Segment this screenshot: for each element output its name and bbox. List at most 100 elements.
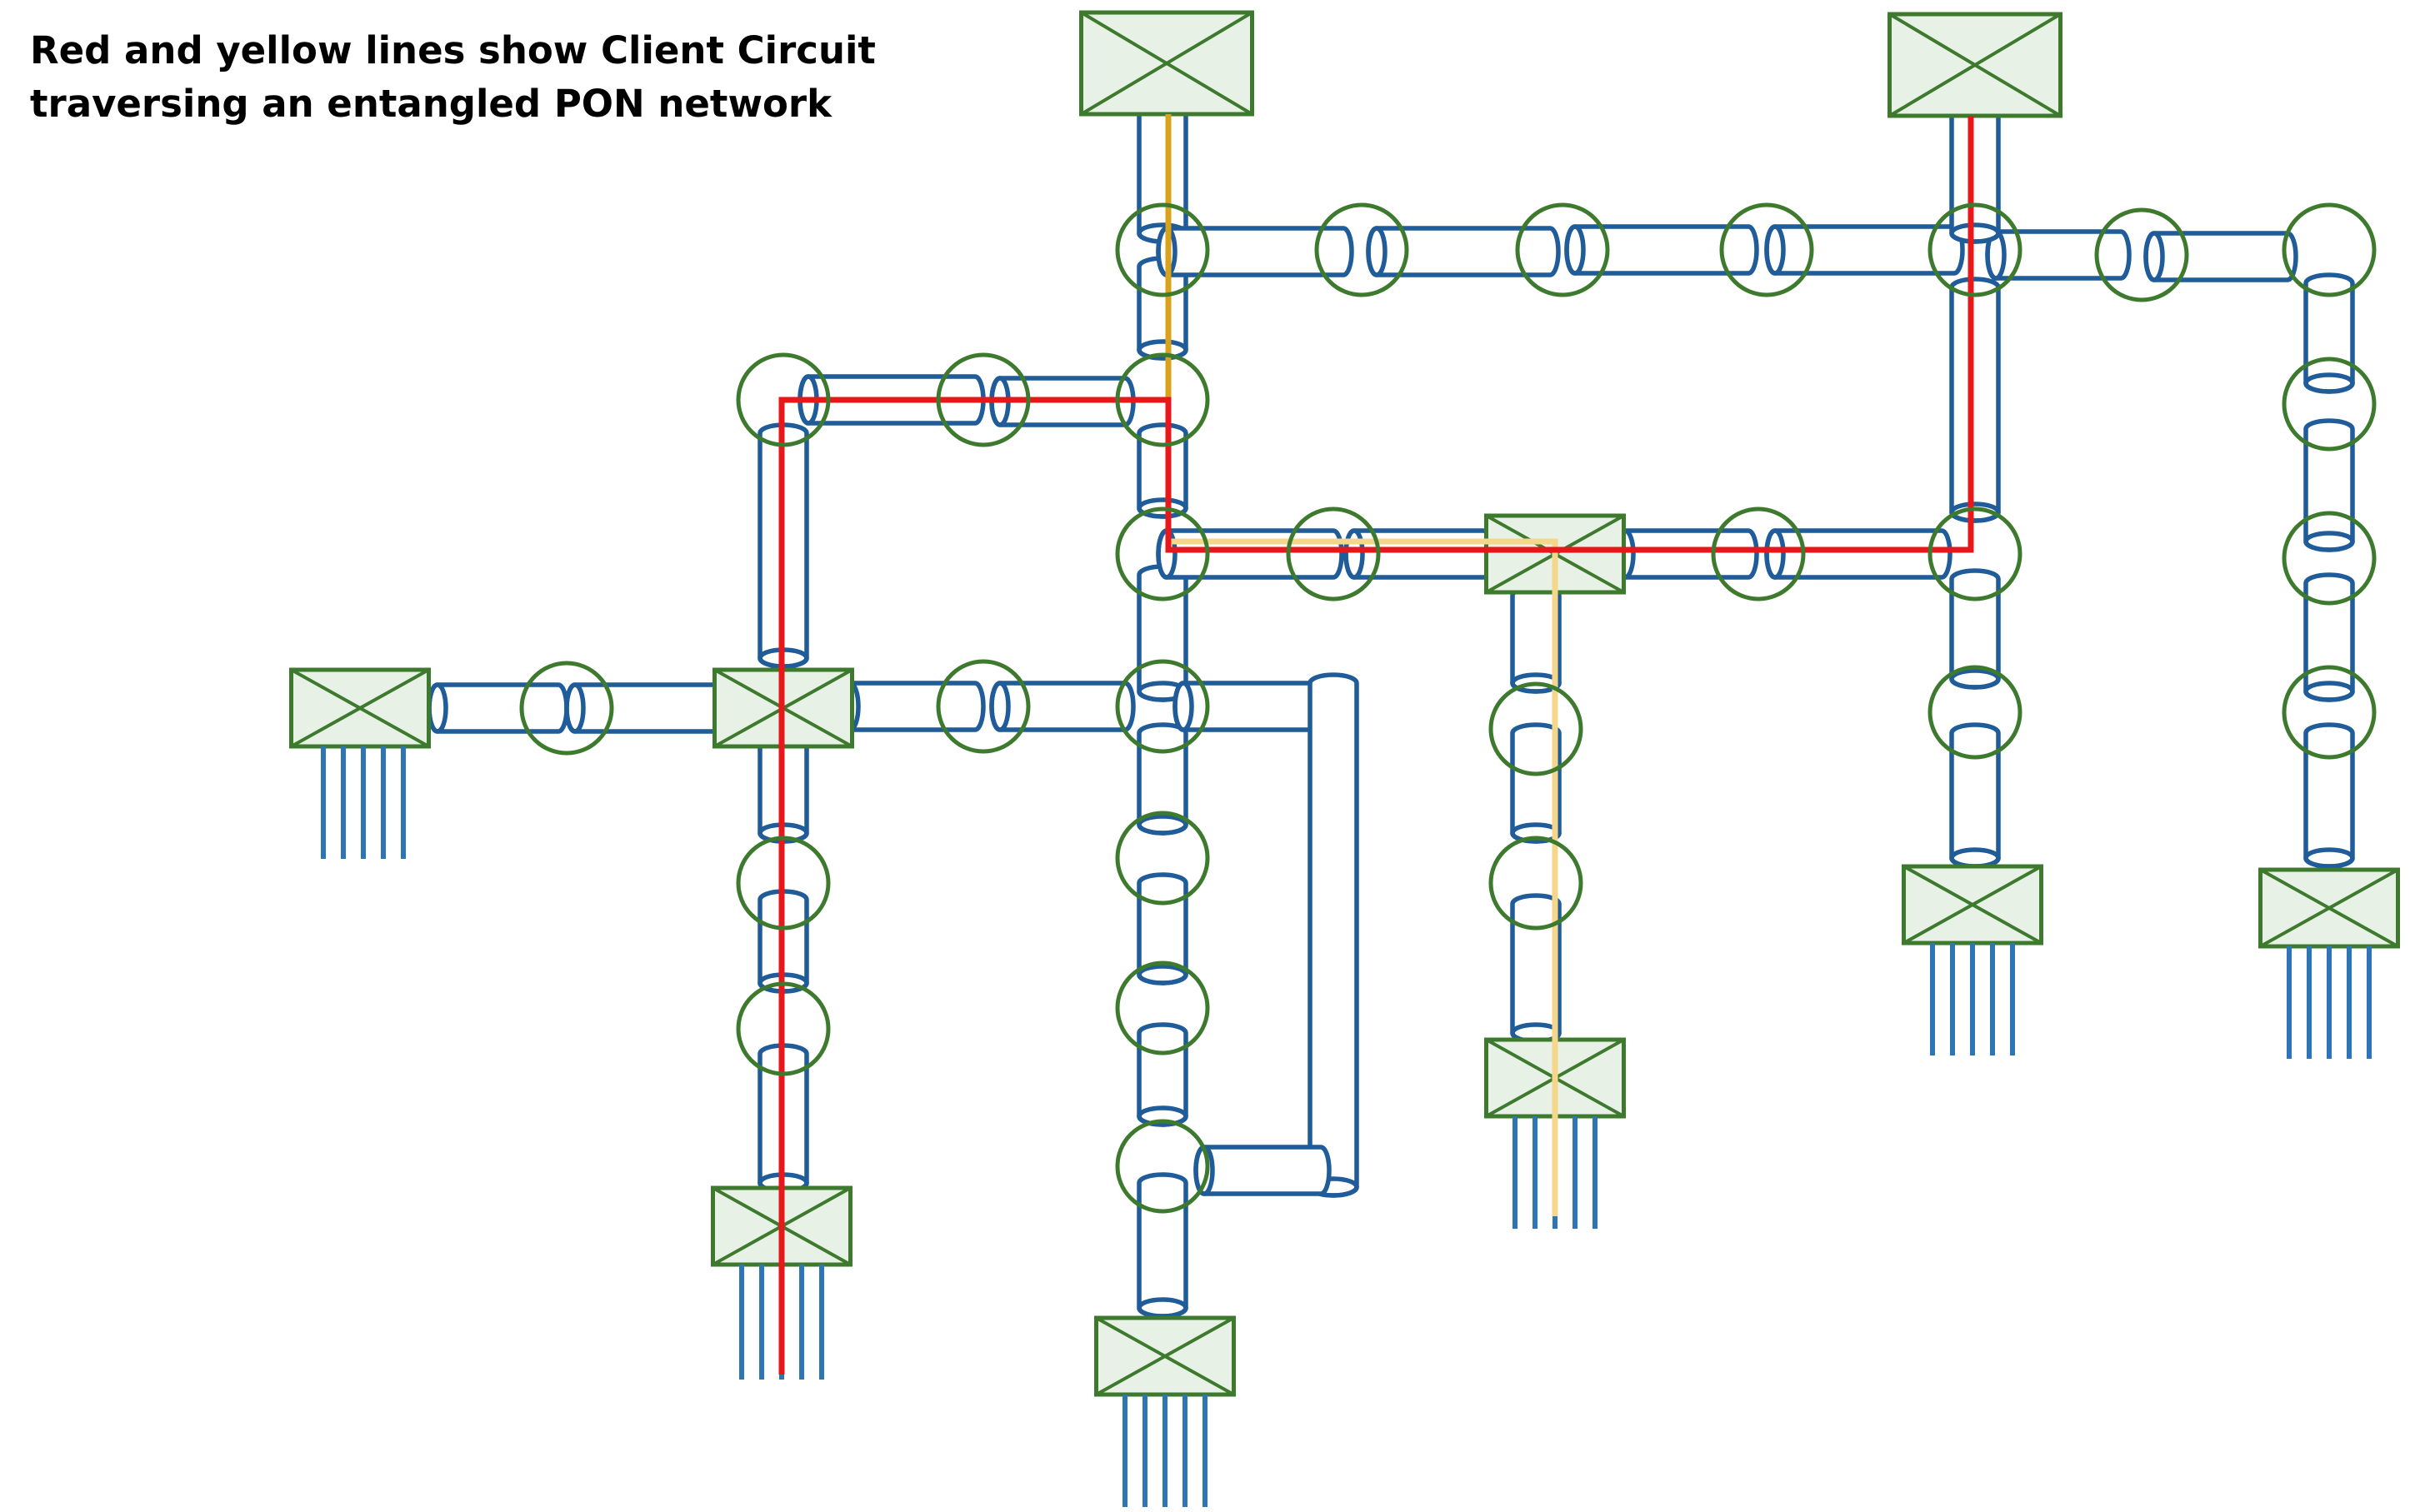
duct-end-cap	[2303, 681, 2355, 702]
ring-icon	[1711, 506, 1806, 601]
duct-body	[839, 681, 986, 732]
duct-body	[2143, 231, 2298, 282]
ring-icon	[1928, 506, 2022, 601]
cross-box-icon	[1079, 10, 1254, 117]
duct-segment	[1564, 224, 1759, 276]
duct-end-cap	[1172, 681, 1194, 732]
duct-body	[1156, 528, 1344, 580]
duct-body	[1949, 106, 2001, 244]
duct-segment	[1949, 722, 2001, 869]
duct-segment	[1949, 106, 2001, 244]
duct-body	[989, 681, 1136, 732]
ring-icon	[2282, 665, 2377, 760]
ring-icon	[1928, 202, 2022, 297]
duct-segment	[1949, 568, 2001, 690]
cross-box-icon	[1888, 12, 2062, 118]
cross-box-icon	[2258, 867, 2400, 949]
duct-end-cap	[1564, 224, 1586, 276]
duct-end-cap	[2143, 231, 2165, 282]
duct-segment	[989, 681, 1136, 732]
duct-end-cap	[1137, 814, 1188, 836]
duct-end-cap	[1137, 1105, 1188, 1127]
duct-segment	[1614, 528, 1759, 580]
duct-body	[1137, 564, 1188, 702]
duct-body	[1366, 226, 1561, 277]
duct-segment	[1343, 528, 1494, 580]
node-cross	[1902, 865, 2042, 945]
duct-body	[564, 682, 723, 734]
duct-end-cap	[1137, 497, 1188, 519]
duct-body	[1949, 277, 2001, 523]
duct-end-cap	[1764, 528, 1786, 580]
ring-icon	[1515, 202, 1610, 297]
node-cross	[1080, 11, 1253, 116]
duct-end-cap	[1366, 226, 1388, 277]
ring-icon	[1115, 202, 1210, 297]
fiber-drop-icon	[1122, 1395, 1208, 1507]
duct-end-cap	[1949, 502, 2001, 523]
node-cross	[1095, 1316, 1235, 1396]
duct-end-cap	[2303, 847, 2355, 869]
duct-end-cap	[1764, 224, 1786, 276]
duct-end-cap	[2303, 372, 2355, 394]
ring-icon	[1314, 202, 1409, 297]
duct-body	[1985, 229, 2132, 281]
ring-icon	[1115, 506, 1210, 601]
duct-segment	[1193, 1145, 1332, 1196]
cross-box-icon	[1094, 1315, 1236, 1397]
ring-icon	[1115, 659, 1210, 754]
duct-segment	[1137, 1172, 1188, 1319]
duct-end-cap	[1949, 668, 2001, 690]
duct-segment	[1137, 1022, 1188, 1127]
duct-segment	[1137, 106, 1188, 244]
duct-body	[1949, 722, 2001, 869]
duct-segment	[1985, 229, 2132, 281]
fiber-drop-icon	[1930, 943, 2015, 1055]
duct-segment	[1137, 422, 1188, 519]
ring-icon	[1719, 202, 1814, 297]
duct-end-cap	[1343, 528, 1365, 580]
fiber-drop-icon	[321, 746, 406, 859]
ring-icon	[736, 981, 831, 1076]
duct-body	[1564, 224, 1759, 276]
duct-segment	[1366, 226, 1561, 277]
client-drops	[321, 746, 2372, 1507]
client-circuits	[778, 114, 1974, 1375]
duct-body	[427, 682, 569, 734]
cross-box-icon	[289, 667, 431, 749]
duct-body	[2303, 722, 2355, 869]
duct-body	[1308, 672, 1359, 1198]
duct-body	[1193, 1145, 1332, 1196]
duct-segment	[2303, 722, 2355, 869]
duct-body	[1343, 528, 1494, 580]
duct-body	[1137, 106, 1188, 244]
duct-end-cap	[989, 681, 1011, 732]
duct-body	[1614, 528, 1759, 580]
duct-body	[1137, 1172, 1188, 1319]
duct-segment	[1137, 564, 1188, 702]
title-line-2: traversing an entangled PON network	[30, 82, 832, 126]
node-cross	[1888, 12, 2062, 117]
duct-segment	[2303, 418, 2355, 552]
duct-segment	[2143, 231, 2298, 282]
duct-segment	[564, 682, 723, 734]
ring-icon	[2282, 357, 2377, 452]
ring-icon	[1115, 811, 1210, 906]
ring-icon	[2094, 207, 2189, 302]
ring-icon	[2282, 202, 2377, 297]
duct-segment	[1949, 277, 2001, 523]
duct-end-cap	[1510, 672, 1562, 694]
duct-segment	[1764, 528, 1952, 580]
red-circuit-line	[778, 116, 1974, 1375]
ring-icon	[736, 352, 831, 447]
ring-icon	[936, 659, 1031, 754]
ring-icon	[1115, 352, 1210, 447]
duct-end-cap	[1137, 964, 1188, 986]
duct-segment	[1308, 672, 1359, 1198]
fiber-drop-icon	[2287, 946, 2372, 1059]
ring-icon	[2282, 511, 2377, 606]
duct-segment	[2303, 572, 2355, 702]
ring-icon	[1286, 506, 1381, 601]
duct-segment	[839, 681, 986, 732]
